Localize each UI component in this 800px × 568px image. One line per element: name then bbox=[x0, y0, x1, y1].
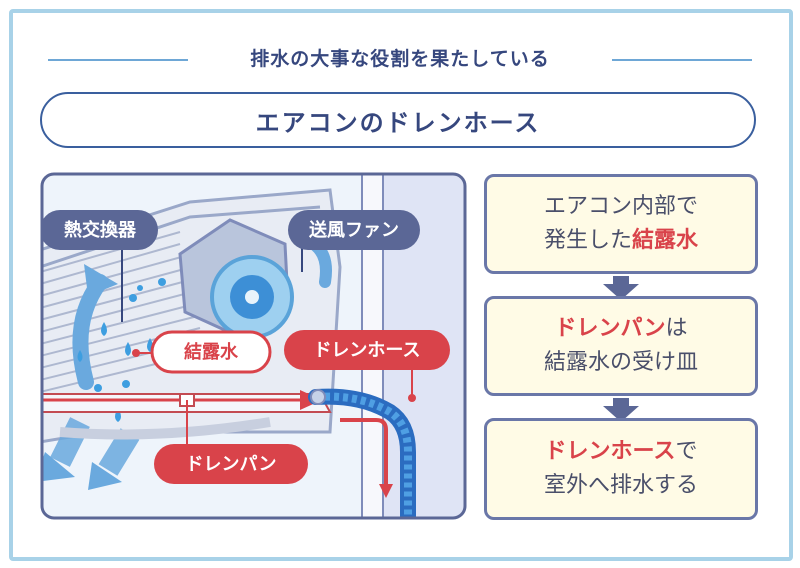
step-3-line-1: ドレンホースで bbox=[545, 435, 698, 469]
step-arrow-1 bbox=[603, 276, 639, 300]
water-flow-arrow bbox=[340, 418, 388, 490]
step-2-line-1: ドレンパンは bbox=[554, 312, 687, 346]
step-1-highlight: 結露水 bbox=[632, 228, 699, 253]
label-heat-exchanger: 熱交換器 bbox=[42, 210, 158, 250]
step-card-1: エアコン内部で 発生した結露水 bbox=[484, 174, 758, 274]
step-1-line-1: エアコン内部で bbox=[543, 194, 698, 219]
label-drain-hose: ドレンホース bbox=[284, 330, 450, 370]
step-3-highlight: ドレンホース bbox=[544, 439, 676, 464]
step-arrow-2 bbox=[603, 398, 639, 422]
step-1-line-2: 発生した結露水 bbox=[544, 224, 698, 258]
page-title: エアコンのドレンホース bbox=[255, 108, 541, 137]
step-2-highlight: ドレンパン bbox=[554, 316, 666, 341]
louver bbox=[59, 417, 271, 440]
aircon-illustration: 熱交換器 送風ファン 結露水 ドレンホース ドレンパン bbox=[40, 172, 467, 520]
label-fan-text: 送風ファン bbox=[308, 219, 399, 241]
subtitle-row: 排水の大事な役割を果たしている bbox=[48, 44, 752, 74]
label-drain-pan-text: ドレンパン bbox=[186, 454, 277, 475]
step-card-2: ドレンパンは 結露水の受け皿 bbox=[484, 296, 758, 396]
step-3-suffix: で bbox=[675, 439, 698, 464]
subtitle: 排水の大事な役割を果たしている bbox=[250, 48, 550, 70]
label-fan: 送風ファン bbox=[288, 210, 420, 250]
label-drain-pan: ドレンパン bbox=[154, 444, 308, 484]
label-heat-exchanger-text: 熱交換器 bbox=[64, 219, 137, 241]
label-condensation-text: 結露水 bbox=[184, 341, 239, 363]
step-2-suffix: は bbox=[665, 316, 688, 341]
step-1-prefix: 発生した bbox=[543, 228, 632, 253]
heat-exchanger bbox=[42, 231, 206, 393]
title-pill: エアコンのドレンホース bbox=[40, 92, 756, 148]
subtitle-left-line bbox=[48, 59, 188, 61]
step-card-3: ドレンホースで 室外へ排水する bbox=[484, 418, 758, 520]
step-3-line-2: 室外へ排水する bbox=[543, 473, 698, 498]
label-drain-hose-text: ドレンホース bbox=[313, 340, 420, 361]
subtitle-right-line bbox=[612, 59, 752, 61]
step-2-line-2: 結露水の受け皿 bbox=[543, 350, 698, 375]
label-condensation: 結露水 bbox=[150, 330, 272, 374]
